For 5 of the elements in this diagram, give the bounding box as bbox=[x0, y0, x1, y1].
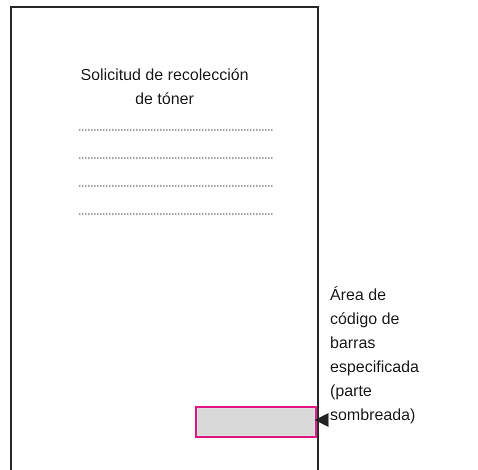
specified-area-box bbox=[195, 406, 317, 438]
callout-label: Área de código de barras especificada (parte sombreada) bbox=[330, 284, 430, 434]
arrow bbox=[314, 413, 329, 427]
document-title: Solicitud de recolección de tóner bbox=[79, 66, 250, 110]
document-page bbox=[10, 6, 319, 470]
